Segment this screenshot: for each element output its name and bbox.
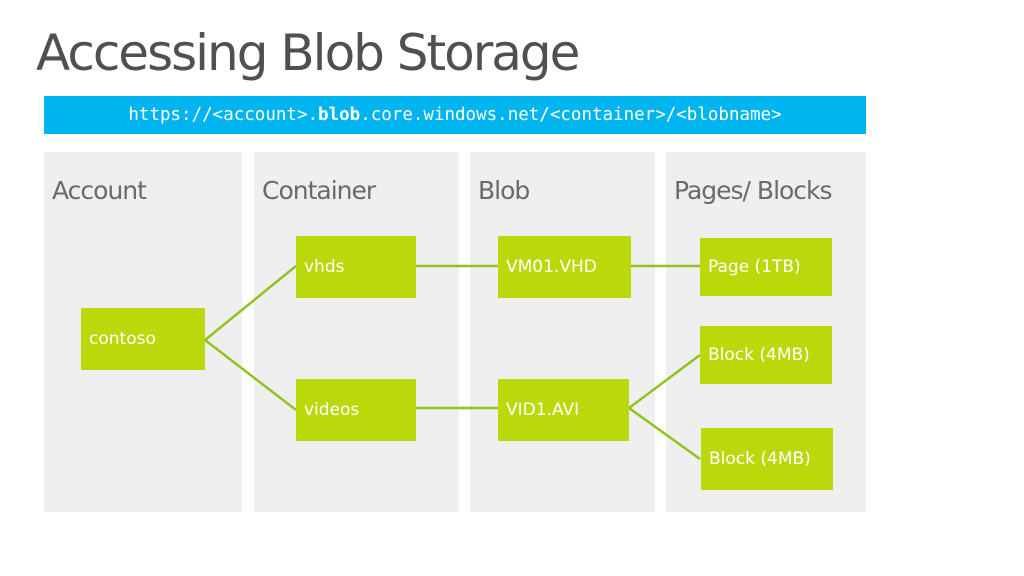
column-container: Container <box>254 152 459 512</box>
column-label-container: Container <box>262 176 376 205</box>
url-pattern-bar: https://<account>.blob.core.windows.net/… <box>44 96 866 134</box>
url-prefix: https://<account>. <box>128 105 319 125</box>
node-contoso: contoso <box>81 308 205 370</box>
column-label-blob: Blob <box>478 176 530 205</box>
node-vid1-avi: VID1.AVI <box>498 379 629 441</box>
node-videos: videos <box>296 379 416 441</box>
url-suffix: .core.windows.net/<container>/<blobname> <box>360 105 782 125</box>
node-vm01-vhd: VM01.VHD <box>498 236 631 298</box>
node-block-4mb-1: Block (4MB) <box>700 326 832 384</box>
column-label-pages-blocks: Pages/ Blocks <box>674 176 833 205</box>
node-block-4mb-2: Block (4MB) <box>701 428 833 490</box>
column-label-account: Account <box>52 176 147 205</box>
node-vhds: vhds <box>296 236 416 298</box>
node-page-1tb: Page (1TB) <box>700 238 832 296</box>
page-title: Accessing Blob Storage <box>36 24 580 82</box>
url-bold-segment: blob <box>318 105 361 125</box>
column-blob: Blob <box>470 152 655 512</box>
